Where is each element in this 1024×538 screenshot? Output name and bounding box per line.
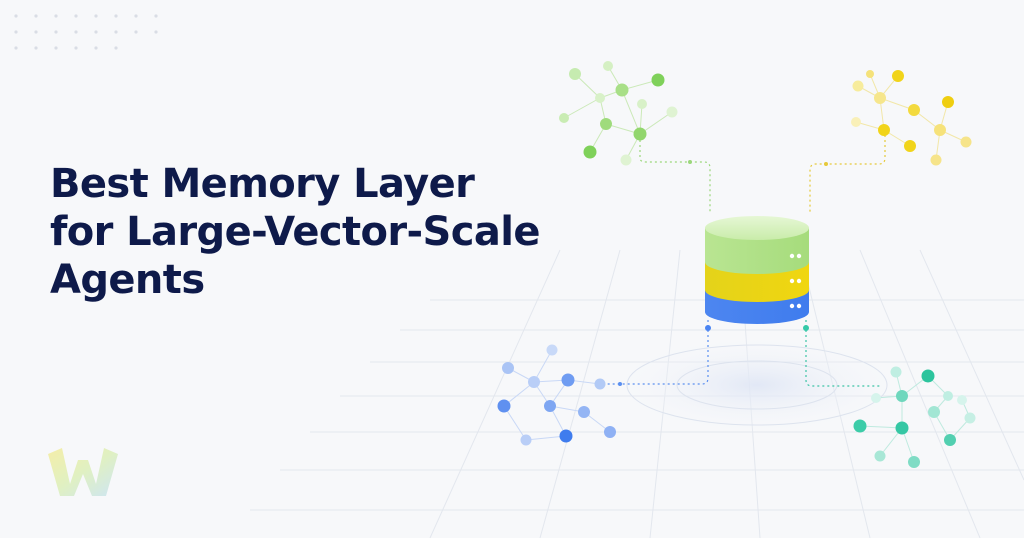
dot-grid-decoration [14, 14, 158, 50]
title-line-1: Best Memory Layer [50, 161, 475, 207]
title-line-2: for Large-Vector-Scale [50, 209, 540, 255]
database-stack-icon [705, 216, 809, 324]
green-vector-cluster [559, 61, 678, 166]
blue-vector-cluster [497, 344, 616, 446]
connector-lines [600, 130, 886, 387]
brand-w-logo [48, 448, 118, 496]
page-title: Best Memory Layer for Large-Vector-Scale… [50, 160, 590, 304]
teal-vector-cluster [853, 366, 976, 468]
title-line-3: Agents [50, 257, 205, 303]
yellow-vector-cluster [851, 70, 972, 166]
